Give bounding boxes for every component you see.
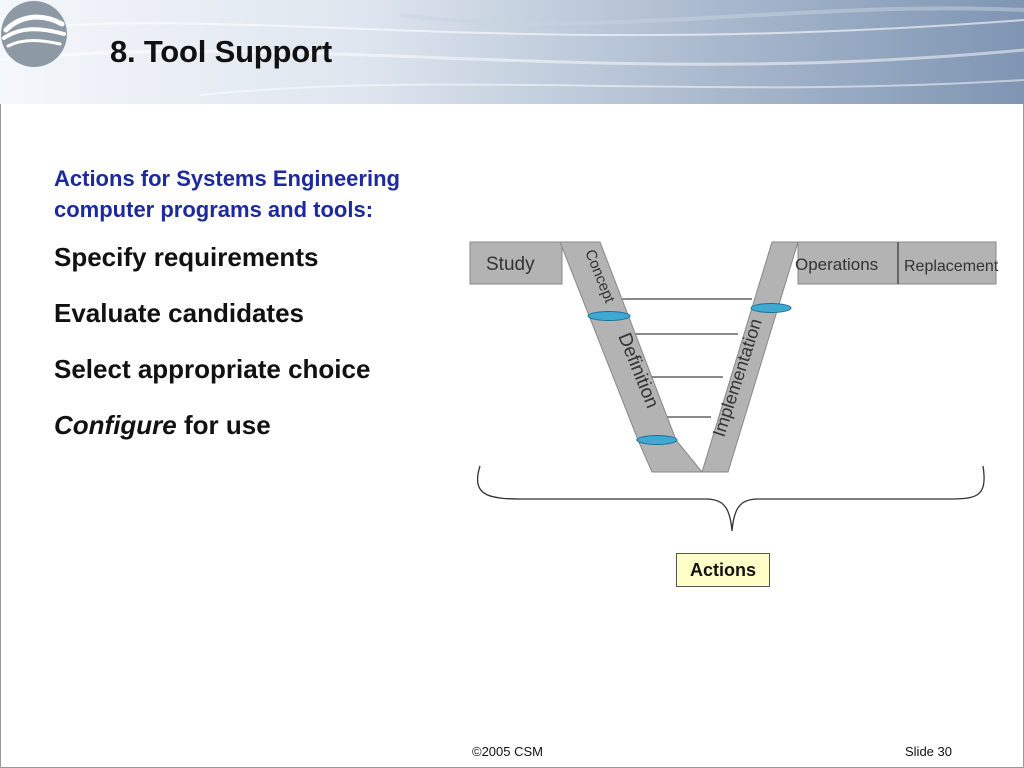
section-heading: Actions for Systems Engineering computer… [54, 166, 400, 222]
study-band [469, 241, 563, 285]
v-model-diagram: Study Concept Definition Implementation … [469, 241, 999, 532]
actions-label-box: Actions [676, 553, 770, 587]
milestone-ellipse [750, 303, 792, 313]
slide-header: 8. Tool Support [0, 0, 1024, 104]
copyright-footer: ©2005 CSM [472, 744, 543, 759]
list-item: Specify requirements [54, 240, 370, 296]
study-label: Study [486, 254, 535, 275]
list-item-text: for use [176, 410, 271, 440]
list-item-text: Evaluate candidates [54, 298, 304, 328]
grouping-brace [477, 465, 985, 532]
list-item-text: Specify requirements [54, 242, 319, 272]
operations-label: Operations [795, 255, 878, 274]
slide-number: Slide 30 [905, 744, 952, 759]
v-bottom [637, 439, 704, 473]
milestone-ellipse [636, 435, 678, 445]
milestone-ellipse [587, 311, 631, 321]
list-item: Evaluate candidates [54, 296, 370, 352]
list-item-text: Select appropriate choice [54, 354, 371, 384]
action-list: Specify requirements Evaluate candidates… [54, 240, 370, 464]
list-item: Configure for use [54, 408, 370, 464]
list-item-emphasis: Configure [54, 410, 177, 440]
slide-title: 8. Tool Support [110, 34, 333, 69]
wave-logo-icon [1, 1, 67, 67]
replacement-label: Replacement [904, 258, 999, 275]
header-background [0, 0, 1024, 104]
list-item: Select appropriate choice [54, 352, 370, 408]
